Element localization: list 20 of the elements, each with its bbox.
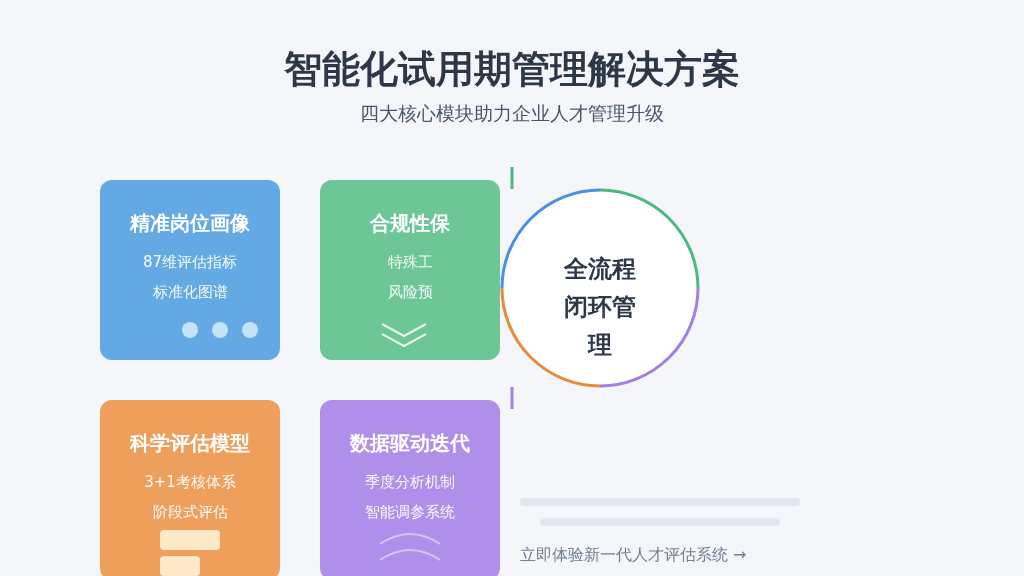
card-text: 标准化图谱 [151, 283, 229, 302]
card-text: 阶段式评估 [151, 503, 229, 522]
card-text: 3+1考核体系 [143, 473, 237, 492]
card-text: 87维评估指标 [141, 253, 239, 272]
card-text: 风险预 [386, 283, 434, 302]
card-text: 特殊工 [386, 253, 434, 272]
call-to-action-text: 立即体验新一代人才评估系统 → [520, 545, 747, 566]
page-title: 智能化试用期管理解决方案 [283, 46, 741, 93]
subtitle: 四大核心模块助力企业人才管理升级 [359, 101, 665, 126]
card-heading: 科学评估模型 [128, 430, 251, 457]
card-heading: 数据驱动迭代 [349, 430, 471, 457]
module-card [320, 180, 500, 360]
module-card [100, 400, 280, 576]
card-text: 智能调参系统 [364, 503, 456, 522]
card-heading: 精准岗位画像 [128, 210, 251, 237]
module-card [320, 400, 500, 576]
card-heading: 合规性保 [369, 210, 451, 237]
module-card [100, 180, 280, 360]
center-text: 全流程闭环管理 [563, 254, 637, 361]
card-text: 季度分析机制 [364, 473, 456, 492]
